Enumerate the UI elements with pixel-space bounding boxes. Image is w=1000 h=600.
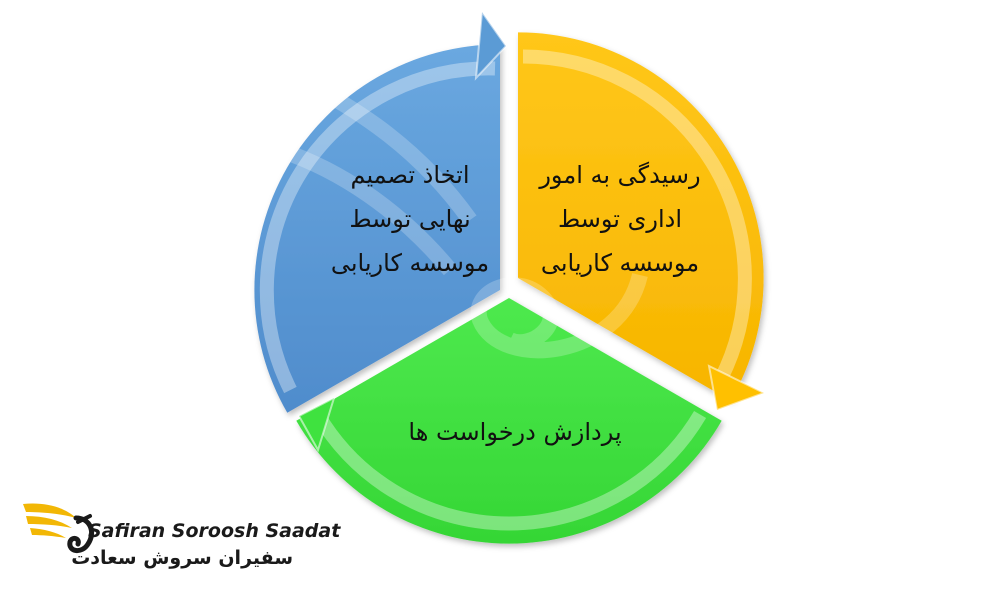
arrow-track-yellow [522,49,752,383]
label-line: رسیدگی به امور [539,161,701,189]
label-line: موسسه کاریابی [540,249,700,277]
label-line: موسسه کاریابی [330,249,490,277]
label-line: پردازش درخواست ها [408,418,622,446]
logo-text-english: Safiran Soroosh Saadat [88,520,341,542]
segment-label-yellow: رسیدگی به امور اداری توسط موسسه کاریابی [520,153,720,285]
arrowhead-green [297,396,336,453]
arrowhead-yellow [707,364,767,412]
label-line: اتخاذ تصمیم [350,161,470,189]
label-line: اداری توسط [558,205,682,233]
segment-label-blue: اتخاذ تصمیم نهایی توسط موسسه کاریابی [310,153,510,285]
arrow-track-green [311,410,707,531]
segment-label-green: پردازش درخواست ها [385,410,645,454]
logo-text-persian: سفیران سروش سعادت [71,547,293,569]
bird-logo-icon [23,503,94,553]
company-logo: Safiran Soroosh Saadat سفیران سروش سعادت [18,492,340,582]
segment-yellow [518,32,764,401]
segment-blue [254,44,500,413]
label-line: نهایی توسط [349,205,471,233]
arrow-track-blue [259,61,496,394]
segment-green [296,298,722,544]
arrowhead-blue [474,9,508,81]
watermark-swirl [277,72,648,359]
